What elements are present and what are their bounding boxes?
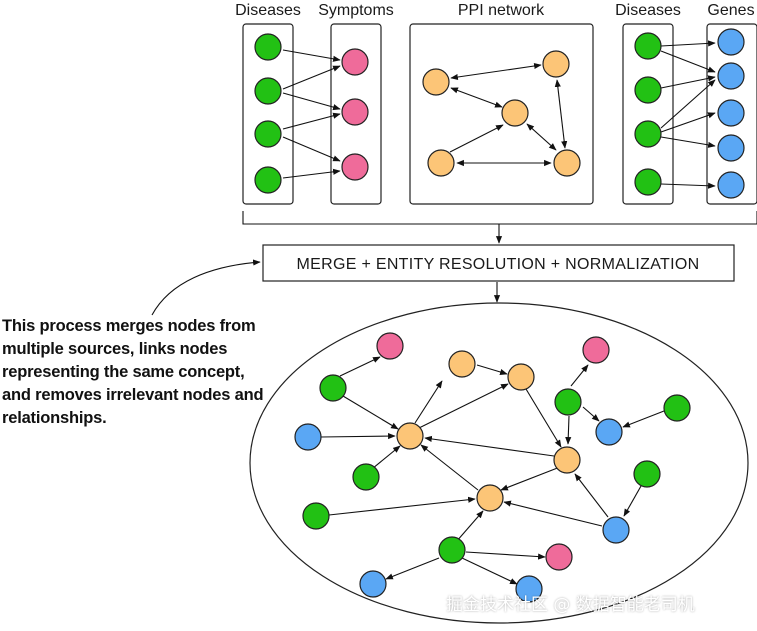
diseases-right-nodes [634,32,662,196]
symptom-node [341,48,369,76]
protein-node [501,99,529,127]
diseases-left-box [242,23,294,205]
disease-node [663,394,691,422]
protein-node [553,149,581,177]
ppi-edges [449,62,568,167]
watermark: 掘金技术社区 @ 数据智能老司机 [446,595,695,615]
symptom-node [341,153,369,181]
disease-node [554,388,582,416]
protein-node [396,422,424,450]
gene-node [595,418,623,446]
annotation-callout-arrow [151,259,261,316]
disease-node [254,33,282,61]
disease-node [633,460,661,488]
ppi-network-header: PPI network [458,2,545,19]
disease-node [254,166,282,194]
merged-graph-nodes [294,332,691,603]
symptoms-header: Symptoms [318,2,394,19]
symptom-node [545,543,573,571]
gene-node [717,28,745,56]
merge-step-label: MERGE + ENTITY RESOLUTION + NORMALIZATIO… [297,256,700,273]
gene-node [717,171,745,199]
disease-node [438,536,466,564]
disease-node [319,374,347,402]
sources-bracket [242,211,757,225]
symptom-node [341,98,369,126]
gene-node [515,575,543,603]
disease-node [302,502,330,530]
protein-node [542,50,570,78]
symptom-node [582,336,610,364]
disease-node [634,168,662,196]
diseases-left-nodes [254,33,282,194]
disease-node [254,77,282,105]
disease-node [254,120,282,148]
gene-nodes [717,28,745,199]
symptom-node [376,332,404,360]
protein-node [553,446,581,474]
disease-node [634,32,662,60]
protein-node [448,350,476,378]
disease-node [634,120,662,148]
gene-node [359,570,387,598]
protein-node [507,363,535,391]
protein-node [427,149,455,177]
gene-node [717,99,745,127]
disease-symptom-edges [282,49,341,179]
merged-graph-ellipse [249,302,749,624]
disease-node [634,76,662,104]
gene-node [717,62,745,90]
gene-node [294,423,322,451]
genes-header: Genes [707,2,754,19]
gene-node [602,516,630,544]
disease-node [352,463,380,491]
diseases-right-header: Diseases [615,2,681,19]
protein-node [476,484,504,512]
symptom-nodes [341,48,369,181]
ppi-nodes [422,50,581,177]
diseases-right-box [622,23,674,205]
merge-step-box [262,244,735,282]
gene-node [717,134,745,162]
merged-graph-edges [320,356,665,585]
process-annotation: This process merges nodes from multiple … [2,317,264,427]
disease-gene-edges [660,40,716,189]
diseases-left-header: Diseases [235,2,301,19]
protein-node [422,68,450,96]
